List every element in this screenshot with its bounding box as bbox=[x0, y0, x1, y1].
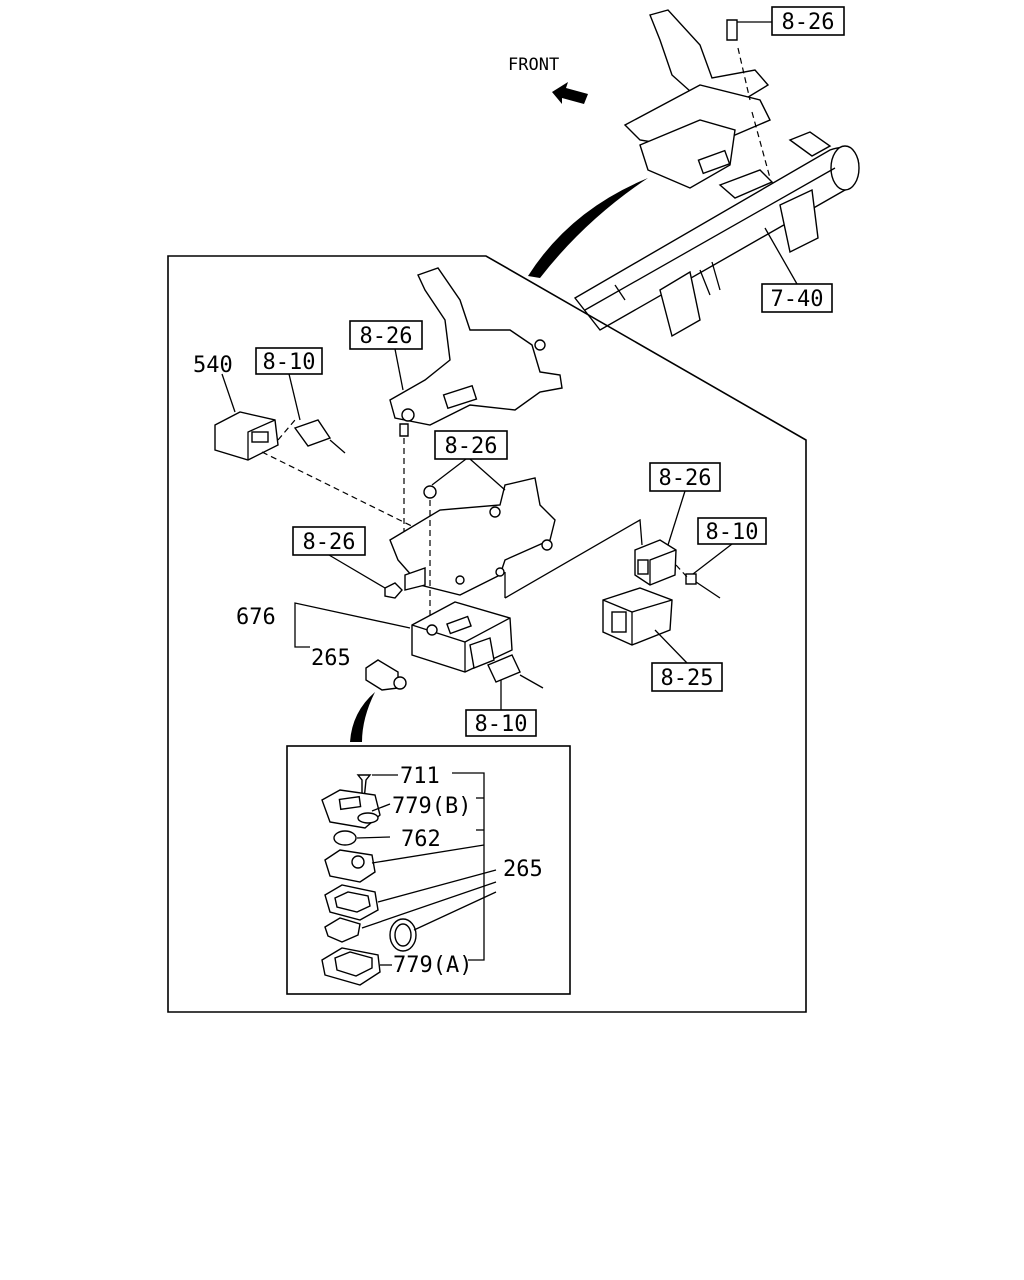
ref-8-26-right: 8-26 bbox=[659, 466, 712, 491]
part-711-label: 711 bbox=[400, 764, 440, 789]
ref-8-26-bracket: 8-26 bbox=[360, 324, 413, 349]
ecu-mount-bracket-illustration bbox=[389, 477, 556, 625]
nut-illustration bbox=[384, 582, 403, 599]
relay-right-illustration bbox=[634, 539, 677, 586]
detail-frame bbox=[167, 255, 807, 1013]
upper-bracket-illustration bbox=[623, 9, 774, 199]
connector-left-illustration bbox=[293, 419, 346, 454]
part-779b-label: 779(B) bbox=[392, 794, 471, 819]
connector-right-illustration bbox=[685, 573, 721, 599]
mounting-bracket-illustration bbox=[389, 267, 563, 437]
kit-pointer-arrow bbox=[350, 692, 375, 742]
front-arrow-icon bbox=[552, 82, 588, 104]
key-fob-265-illustration bbox=[365, 659, 407, 691]
connector-bottom-illustration bbox=[469, 637, 544, 689]
front-label: FRONT bbox=[508, 55, 559, 75]
ref-8-10-left: 8-10 bbox=[263, 350, 316, 375]
ref-8-10-bottom: 8-10 bbox=[475, 712, 528, 737]
part-265-kit-label: 265 bbox=[503, 857, 543, 882]
ref-7-40: 7-40 bbox=[771, 287, 824, 312]
relay-8-25-illustration bbox=[602, 587, 673, 646]
part-779a-label: 779(A) bbox=[393, 953, 472, 978]
detail-pointer-arrow bbox=[528, 178, 648, 278]
part-762-label: 762 bbox=[401, 827, 441, 852]
cross-beam-illustration bbox=[573, 131, 860, 338]
part-265-key-label: 265 bbox=[311, 646, 351, 671]
ref-8-10-right: 8-10 bbox=[706, 520, 759, 545]
key-kit-frame bbox=[286, 745, 571, 995]
part-676-label: 676 bbox=[236, 605, 276, 630]
ref-8-26-top: 8-26 bbox=[782, 10, 835, 35]
ref-8-26-mid: 8-26 bbox=[445, 434, 498, 459]
relay-540-illustration bbox=[214, 411, 279, 461]
ref-8-25: 8-25 bbox=[661, 666, 714, 691]
key-kit-parts-illustration bbox=[321, 774, 417, 986]
part-540-label: 540 bbox=[193, 353, 233, 378]
ref-8-26-nut: 8-26 bbox=[303, 530, 356, 555]
